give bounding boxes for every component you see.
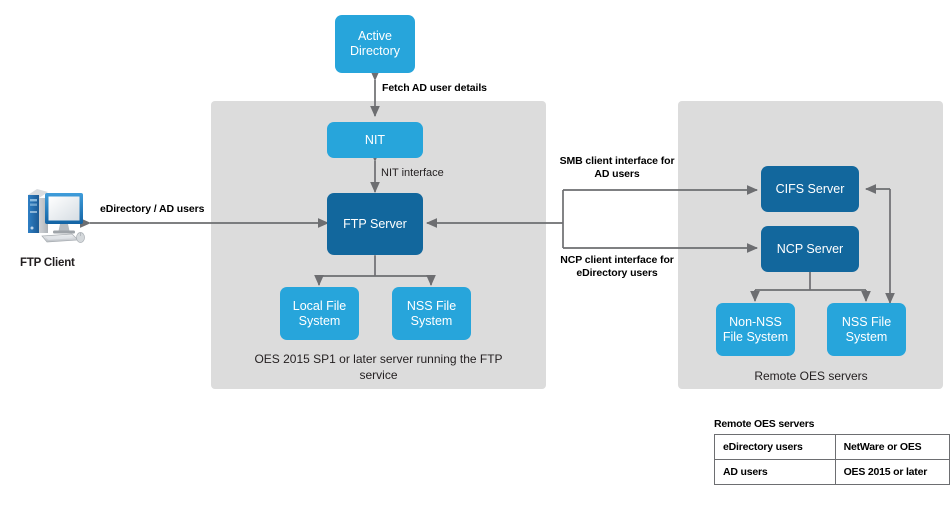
legend-title: Remote OES servers <box>714 418 815 430</box>
table-row: AD users OES 2015 or later <box>714 459 950 485</box>
node-nss-file-system-local[interactable]: NSS File System <box>392 287 471 340</box>
caption-local-oes-server: OES 2015 SP1 or later server running the… <box>254 352 503 382</box>
legend-table: eDirectory users NetWare or OES AD users… <box>714 434 950 485</box>
edge-label-ncp-client-interface: NCP client interface for eDirectory user… <box>560 254 674 280</box>
table-row: eDirectory users NetWare or OES <box>714 434 950 460</box>
node-cifs-server[interactable]: CIFS Server <box>761 166 859 212</box>
caption-remote-oes-servers: Remote OES servers <box>754 369 868 383</box>
legend-remote-oes-servers: Remote OES servers eDirectory users NetW… <box>714 418 950 485</box>
ftp-client-label: FTP Client <box>20 257 75 269</box>
node-ncp-server[interactable]: NCP Server <box>761 226 859 272</box>
legend-cell-platform: OES 2015 or later <box>834 459 950 485</box>
desktop-computer-icon <box>28 189 85 243</box>
edge-label-nit-interface: NIT interface <box>381 167 444 179</box>
node-non-nss-file-system[interactable]: Non-NSS File System <box>716 303 795 356</box>
legend-cell-user-type: AD users <box>714 459 836 485</box>
node-active-directory[interactable]: Active Directory <box>335 15 415 73</box>
node-local-file-system[interactable]: Local File System <box>280 287 359 340</box>
edge-label-fetch-ad-user-details: Fetch AD user details <box>382 82 487 94</box>
node-nit[interactable]: NIT <box>327 122 423 158</box>
legend-cell-user-type: eDirectory users <box>714 434 836 460</box>
edge-label-client-users: eDirectory / AD users <box>100 203 205 215</box>
node-nss-file-system-remote[interactable]: NSS File System <box>827 303 906 356</box>
ftp-client-computer[interactable] <box>20 186 86 248</box>
node-ftp-server[interactable]: FTP Server <box>327 193 423 255</box>
legend-cell-platform: NetWare or OES <box>834 434 950 460</box>
edge-label-smb-client-interface: SMB client interface for AD users <box>559 155 675 181</box>
